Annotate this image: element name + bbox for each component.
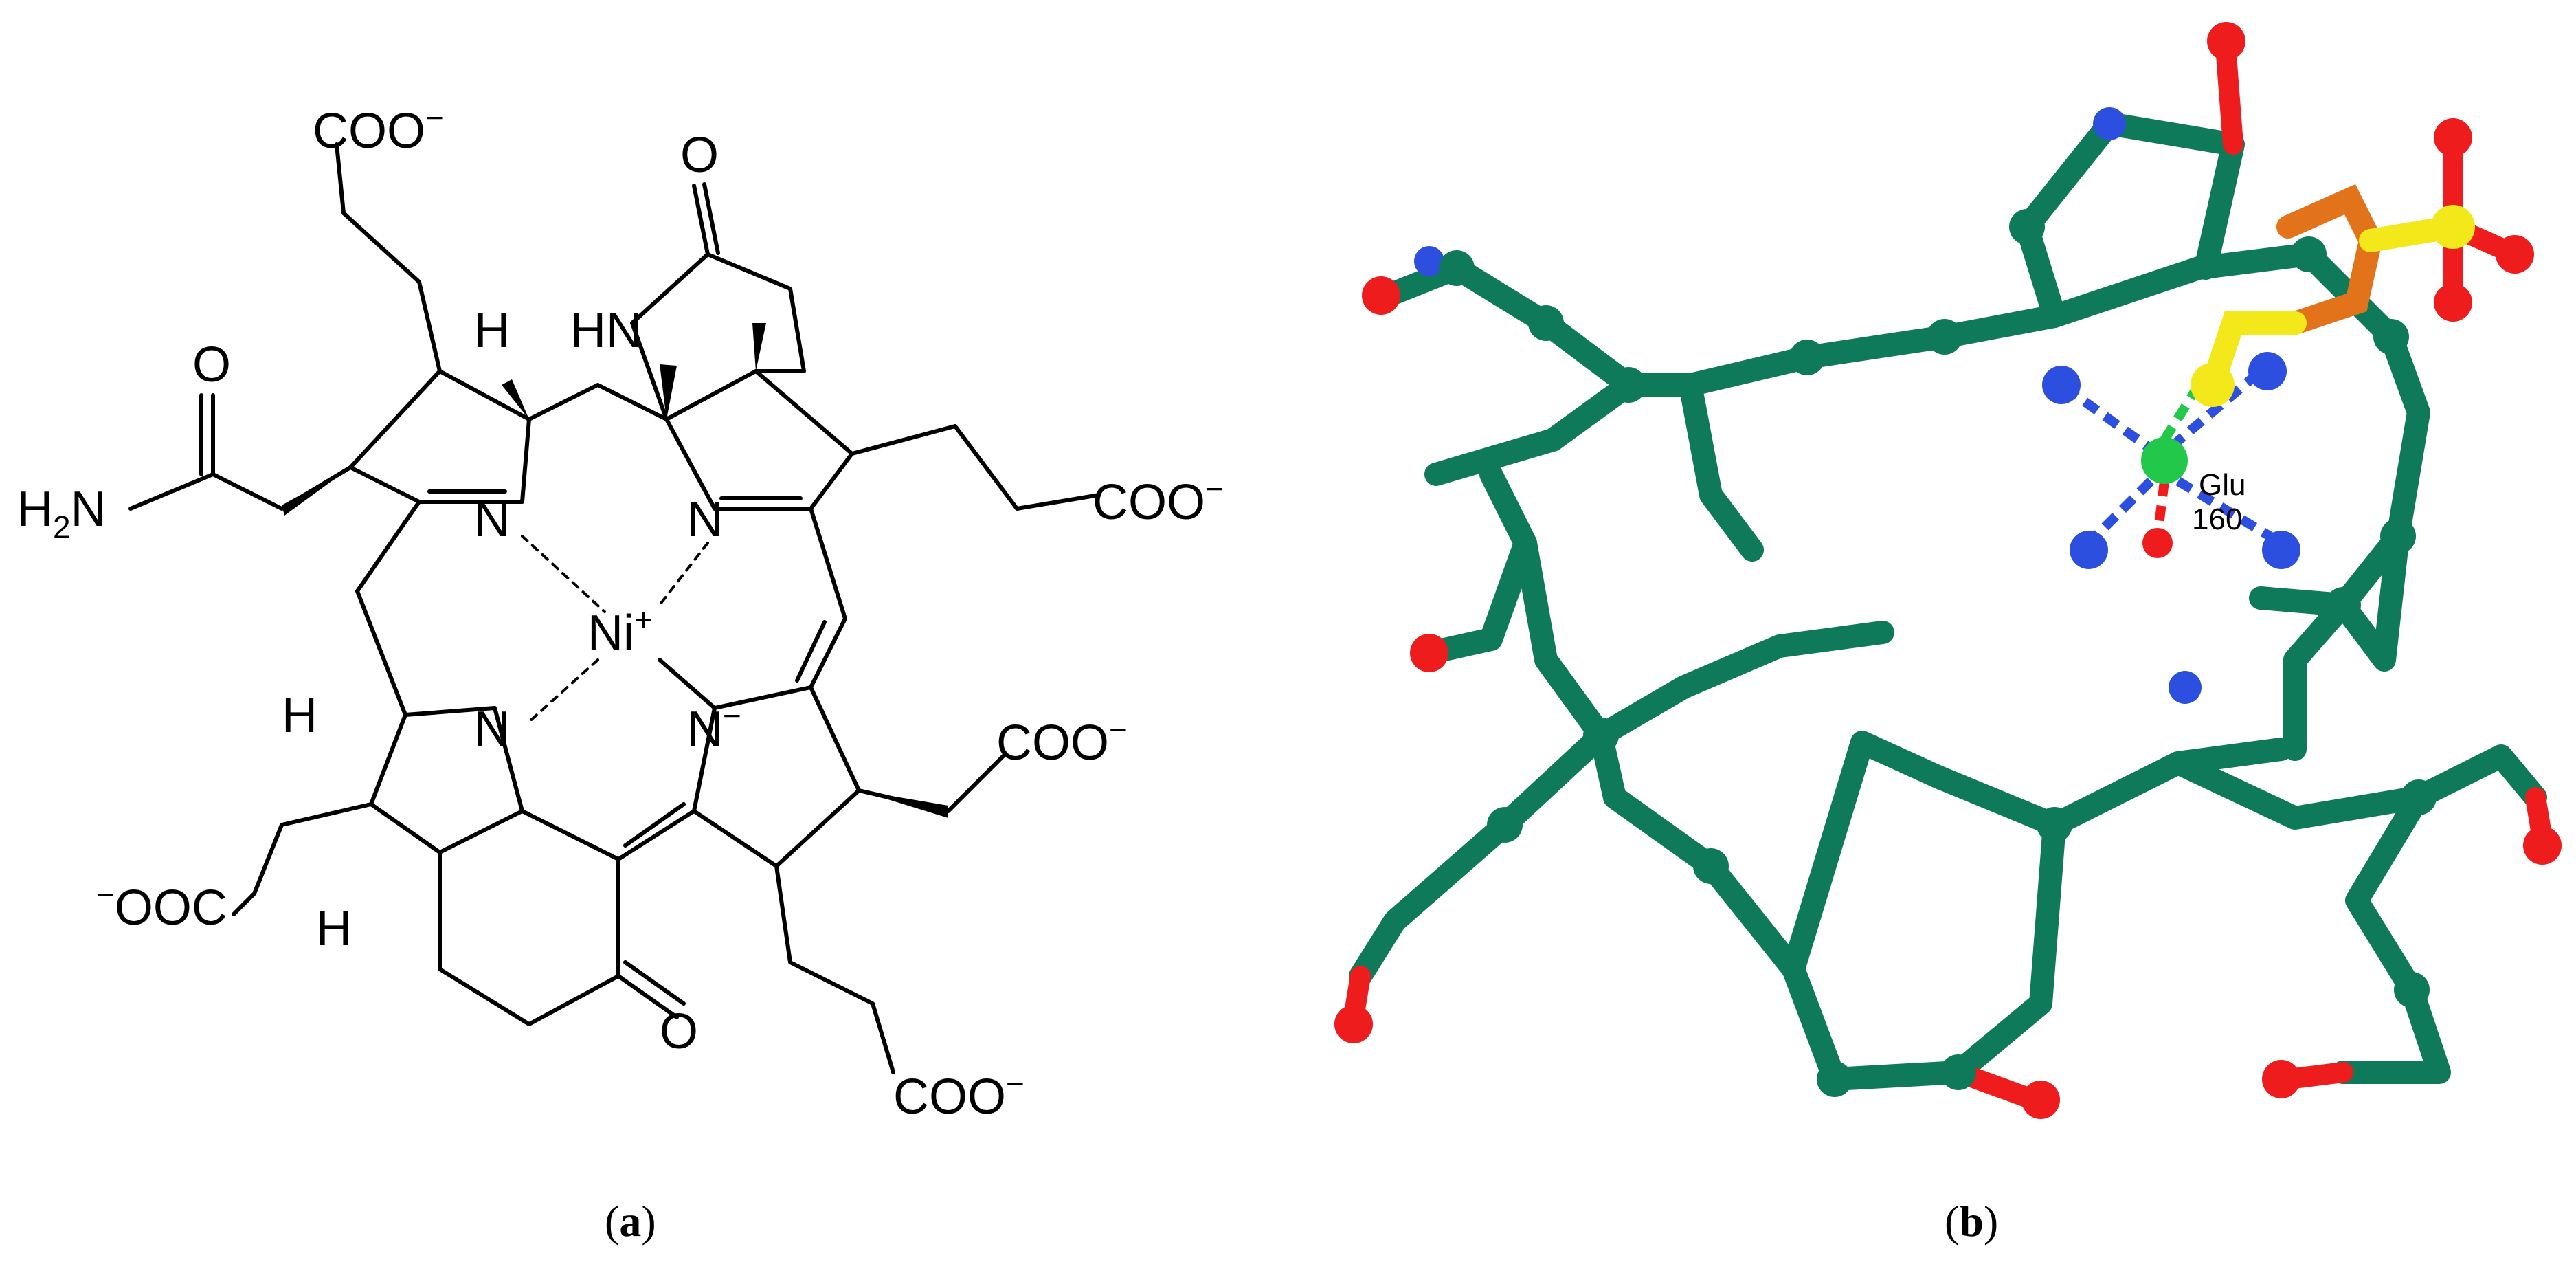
label-h2n: H2N (17, 482, 107, 545)
caption-a: (a) (605, 1197, 656, 1246)
label-o-ketone: O (660, 1004, 698, 1059)
label-h-left-1: H (282, 688, 317, 743)
residue-name-label: Glu (2199, 468, 2245, 502)
label-coo-right: COO− (1093, 471, 1224, 530)
structural-formula-drawing: COO− O HN H O H2N N N COO− Ni+ H N N− CO… (17, 100, 1224, 1125)
carbon-atoms (1439, 209, 2437, 1097)
label-n-4: N− (687, 698, 741, 757)
sulfur-atoms (2191, 205, 2475, 407)
caption-b: (b) (1945, 1197, 1999, 1246)
label-ni: Ni+ (587, 601, 653, 661)
bond-lines (128, 142, 1101, 1074)
label-h-top: H (474, 303, 510, 358)
ball-and-stick-model: Glu 160 (1334, 22, 2562, 1119)
label-n-2: N (687, 492, 723, 547)
label-hn: HN (570, 303, 642, 358)
wedge-bonds (282, 323, 948, 818)
coordination-bonds (2058, 367, 2284, 548)
label-coo-bottom: COO− (893, 1065, 1024, 1125)
oxygen-atoms (1334, 22, 2562, 1119)
panel-a-structural-formula: COO− O HN H O H2N N N COO− Ni+ H N N− CO… (0, 0, 1285, 1262)
nitrogen-atoms (1414, 107, 2300, 704)
label-h-left-2: H (316, 901, 352, 956)
label-coo-mid-right: COO− (996, 711, 1128, 771)
label-o-amide: O (192, 337, 231, 392)
label-o-lactam: O (680, 128, 719, 183)
label-coo-top: COO− (313, 100, 444, 159)
label-n-3: N (474, 702, 510, 757)
nickel-atom (2141, 437, 2188, 484)
label-n-1: N (474, 492, 510, 547)
label-ooc-left: −OOC (96, 876, 227, 936)
residue-number-label: 160 (2192, 502, 2242, 536)
panel-b-3d-model: Glu 160 (b) (1285, 0, 2576, 1262)
